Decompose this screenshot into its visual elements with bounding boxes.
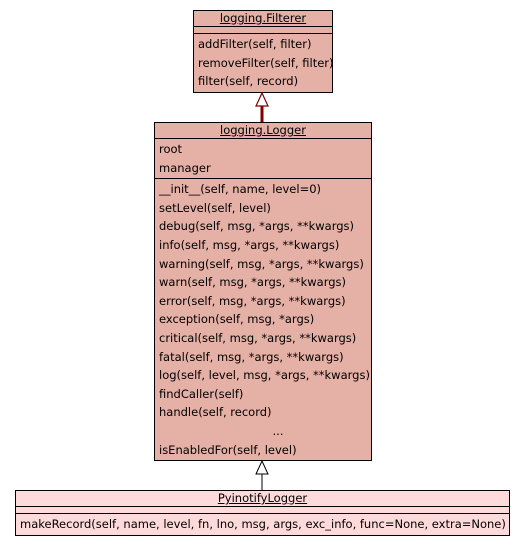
- methods-section: __init__(self, name, level=0) setLevel(s…: [155, 179, 371, 460]
- class-title: logging.Filterer: [194, 11, 332, 27]
- method-item: exception(self, msg, *args): [159, 312, 315, 327]
- attribute-item: root: [159, 142, 183, 156]
- method-item: __init__(self, name, level=0): [159, 182, 322, 197]
- generalization-arrowhead: [255, 459, 269, 475]
- class-name-pyinotifylogger: PyinotifyLogger: [217, 491, 308, 505]
- generalization-arrowhead: [255, 91, 269, 107]
- attributes-section: root manager: [155, 139, 371, 180]
- method-ellipsis: ...: [272, 423, 284, 438]
- class-box-logger[interactable]: logging.Logger root manager __init__(sel…: [154, 122, 372, 461]
- attributes-section: [194, 27, 332, 34]
- method-item: addFilter(self, filter): [198, 37, 312, 51]
- methods-section: addFilter(self, filter) removeFilter(sel…: [194, 34, 334, 92]
- method-item: isEnabledFor(self, level): [159, 442, 297, 457]
- method-item: info(self, msg, *args, **kwargs): [159, 237, 340, 252]
- method-item: fatal(self, msg, *args, **kwargs): [159, 349, 344, 364]
- method-item: warning(self, msg, *args, **kwargs): [159, 256, 364, 271]
- inheritance-arrow-logger-to-filterer: [255, 91, 269, 122]
- method-item: handle(self, record): [159, 405, 272, 420]
- class-name-logger: logging.Logger: [220, 123, 306, 137]
- class-box-pyinotifylogger[interactable]: PyinotifyLogger makeRecord(self, name, l…: [15, 490, 510, 536]
- method-item: error(self, msg, *args, **kwargs): [159, 293, 346, 308]
- method-item: warn(self, msg, *args, **kwargs): [159, 275, 347, 290]
- class-title: logging.Logger: [155, 123, 371, 139]
- attributes-section: [16, 507, 509, 514]
- attribute-item: manager: [159, 160, 211, 175]
- method-item: setLevel(self, level): [159, 200, 271, 215]
- inheritance-arrow-pyinotifylogger-to-logger: [255, 459, 269, 490]
- method-item: log(self, level, msg, *args, **kwargs): [159, 368, 370, 383]
- class-box-filterer[interactable]: logging.Filterer addFilter(self, filter)…: [193, 10, 334, 93]
- method-item: makeRecord(self, name, level, fn, lno, m…: [20, 517, 506, 531]
- method-item: debug(self, msg, *args, **kwargs): [159, 219, 355, 234]
- class-title: PyinotifyLogger: [16, 491, 509, 507]
- methods-section: makeRecord(self, name, level, fn, lno, m…: [16, 514, 509, 535]
- method-item: findCaller(self): [159, 386, 244, 401]
- method-item: critical(self, msg, *args, **kwargs): [159, 330, 357, 345]
- method-item: filter(self, record): [198, 74, 299, 89]
- method-item: removeFilter(self, filter): [198, 55, 334, 70]
- class-name-filterer: logging.Filterer: [219, 11, 307, 25]
